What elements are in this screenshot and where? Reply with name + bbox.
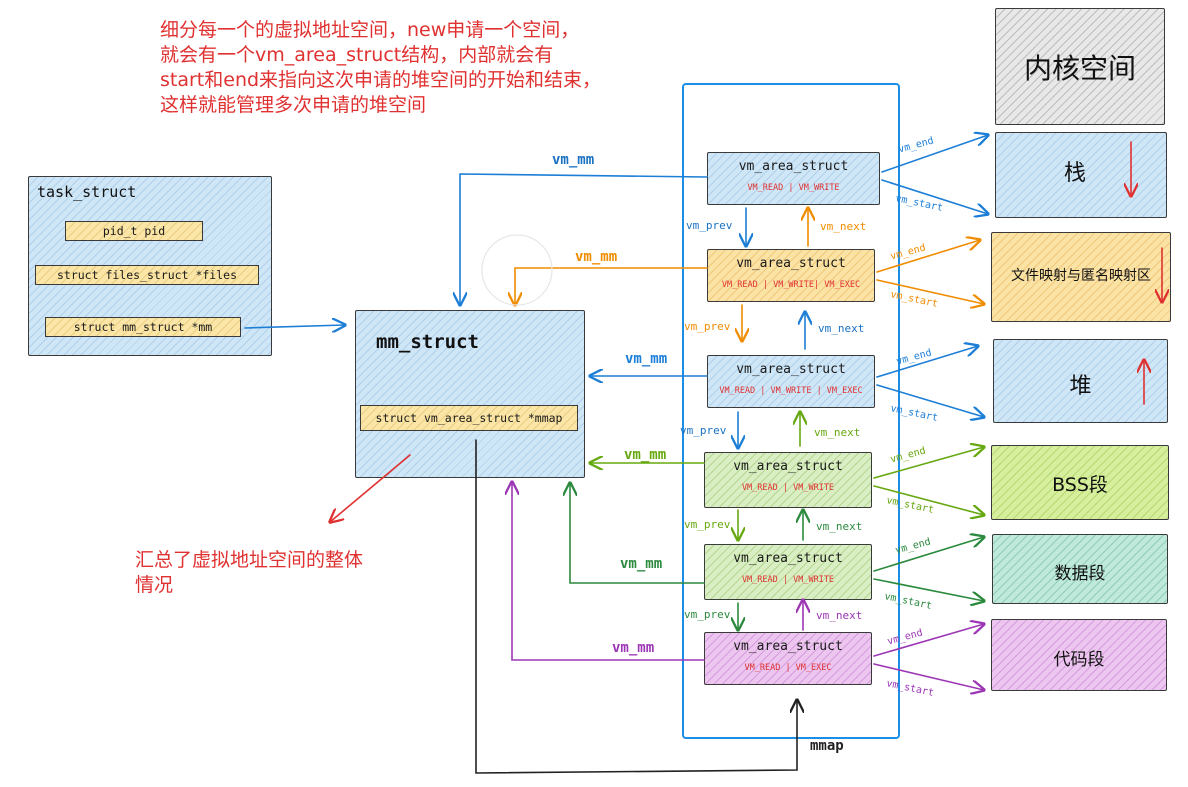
vma-title: vm_area_struct [736, 256, 846, 271]
start-line-4 [873, 485, 984, 515]
region-text: 代码段 [991, 619, 1167, 691]
vm-mm-label-5: vm_mm [620, 556, 663, 572]
end-line-4 [873, 447, 984, 479]
vm-next-label-3: vm_next [814, 426, 861, 439]
bottom-note: 汇总了虚拟地址空间的整体 情况 [135, 549, 364, 596]
region-mmap-area: 文件映射与匿名映射区 [991, 232, 1171, 322]
region-label: BSS段 [1052, 474, 1108, 496]
end-line-1 [881, 135, 988, 173]
vma-title: vm_area_struct [733, 459, 843, 474]
vm-mm-line-2 [515, 267, 708, 305]
vm-mm-line-6 [512, 482, 705, 661]
note-arrow [330, 454, 411, 522]
region-heap: 堆 [993, 339, 1168, 423]
end-line-5 [873, 537, 984, 572]
vma-flags: VM_READ | VM_WRITE| VM_EXEC [721, 280, 861, 290]
vma-flags: VM_READ | VM_WRITE [741, 483, 835, 493]
region-stack: 栈 [995, 132, 1167, 218]
vm-mm-label-2: vm_mm [575, 249, 618, 265]
vm-mm-label-1: vm_mm [552, 152, 595, 168]
vma-flags: VM_READ | VM_WRITE [747, 183, 840, 193]
vma-title: vm_area_struct [736, 362, 846, 377]
mm-struct-title: mm_struct [376, 331, 479, 353]
task-field-files: struct files_struct *files [35, 265, 259, 285]
task-mm-arrow [244, 325, 345, 328]
vm-next-label-1: vm_next [820, 220, 867, 233]
vma-box-3: vm_area_struct VM_READ | VM_WRITE | VM_E… [707, 355, 875, 408]
vm-prev-label-4: vm_prev [684, 518, 731, 531]
task-struct-box: task_struct pid_t pid struct files_struc… [28, 176, 272, 356]
vma-box-6: vm_area_struct VM_READ | VM_EXEC [704, 632, 872, 685]
vma-box-2: vm_area_struct VM_READ | VM_WRITE| VM_EX… [707, 249, 875, 302]
vma-box-1: vm_area_struct VM_READ | VM_WRITE [707, 152, 880, 205]
vma-box-4: vm_area_struct VM_READ | VM_WRITE [704, 452, 872, 508]
vm-next-label-4: vm_next [816, 520, 863, 533]
start-line-2 [876, 279, 984, 304]
end-line-6 [873, 624, 984, 657]
vm-mm-line-5 [570, 483, 705, 584]
region-label: 内核空间 [1023, 52, 1136, 85]
vm-mm-label-3: vm_mm [625, 351, 668, 367]
start-line-3 [876, 384, 984, 417]
mmap-line [475, 439, 797, 774]
top-note: 细分每一个的虚拟地址空间，new申请一个空间， 就会有一个vm_area_str… [160, 19, 602, 116]
end-line-3 [876, 346, 978, 378]
start-line-6 [873, 663, 984, 690]
mm-field-mmap: struct vm_area_struct *mmap [360, 405, 578, 431]
vm-mm-label-4: vm_mm [624, 447, 667, 463]
vma-title: vm_area_struct [733, 639, 843, 654]
vm-next-label-2: vm_next [818, 322, 865, 335]
vm-prev-label-1: vm_prev [686, 219, 733, 232]
vma-flags: VM_READ | VM_WRITE [741, 575, 835, 585]
vma-box-5: vm_area_struct VM_READ | VM_WRITE [704, 544, 872, 600]
mmap-label: mmap [810, 738, 844, 754]
vma-flags: VM_READ | VM_EXEC [744, 663, 832, 673]
task-field-mm: struct mm_struct *mm [45, 317, 241, 337]
region-label: 堆 [1069, 374, 1092, 399]
region-bss: BSS段 [991, 445, 1169, 520]
highlight-circle [481, 234, 553, 306]
vma-title: vm_area_struct [733, 551, 843, 566]
start-line-5 [873, 578, 984, 601]
mm-struct-box: mm_struct struct vm_area_struct *mmap [355, 310, 585, 478]
vm-next-label-5: vm_next [816, 609, 863, 622]
region-label: 数据段 [1054, 564, 1106, 584]
vma-title: vm_area_struct [738, 159, 849, 174]
region-label: 栈 [1063, 161, 1086, 186]
vm-mm-label-6: vm_mm [612, 640, 655, 656]
vma-flags: VM_READ | VM_WRITE | VM_EXEC [719, 386, 863, 396]
vm-prev-label-2: vm_prev [684, 320, 731, 333]
vm-mm-line-1 [460, 173, 708, 305]
region-label: 代码段 [1053, 650, 1105, 670]
region-label: 文件映射与匿名映射区 [1011, 268, 1151, 284]
start-line-1 [881, 179, 988, 214]
task-struct-title: task_struct [37, 183, 137, 201]
vm-prev-label-3: vm_prev [680, 424, 727, 437]
task-field-pid: pid_t pid [65, 221, 203, 241]
vma-list-container [682, 83, 900, 739]
end-line-2 [876, 240, 980, 273]
vm-prev-label-5: vm_prev [684, 608, 731, 621]
region-kernel: 内核空间 [995, 8, 1165, 125]
region-data: 数据段 [992, 534, 1168, 604]
